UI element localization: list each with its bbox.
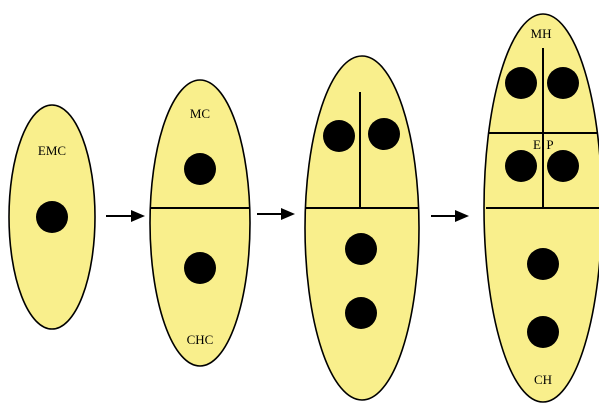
p-label: P [546, 137, 553, 152]
ch-nucleus-2 [527, 316, 559, 348]
chc-nucleus [184, 252, 216, 284]
lower-nucleus-1 [345, 233, 377, 265]
mh-left-nucleus [505, 67, 537, 99]
mh-label: MH [531, 26, 552, 41]
stage-3-four-cell [304, 55, 420, 401]
mc-label: MC [190, 106, 210, 121]
stage-2-two-cell: MC CHC [149, 79, 251, 367]
arrow-3 [431, 210, 469, 222]
arrow-1 [106, 210, 145, 222]
emc-label: EMC [38, 143, 66, 158]
chc-label: CHC [187, 332, 214, 347]
stage-1-emc: EMC [8, 104, 96, 330]
ep-left-nucleus [505, 150, 537, 182]
emc-nucleus [36, 201, 68, 233]
lower-nucleus-2 [345, 297, 377, 329]
upper-left-nucleus [323, 120, 355, 152]
mh-right-nucleus [547, 67, 579, 99]
e-label: E [533, 137, 541, 152]
mc-nucleus [184, 153, 216, 185]
ch-nucleus-1 [527, 248, 559, 280]
ch-label: CH [534, 372, 552, 387]
stage-4-multi-cell: MH E P CH [483, 13, 599, 403]
arrow-2 [257, 208, 295, 220]
upper-right-nucleus [368, 118, 400, 150]
ep-right-nucleus [547, 150, 579, 182]
four-cell-embryo [304, 55, 420, 401]
two-cell-embryo [149, 79, 251, 367]
